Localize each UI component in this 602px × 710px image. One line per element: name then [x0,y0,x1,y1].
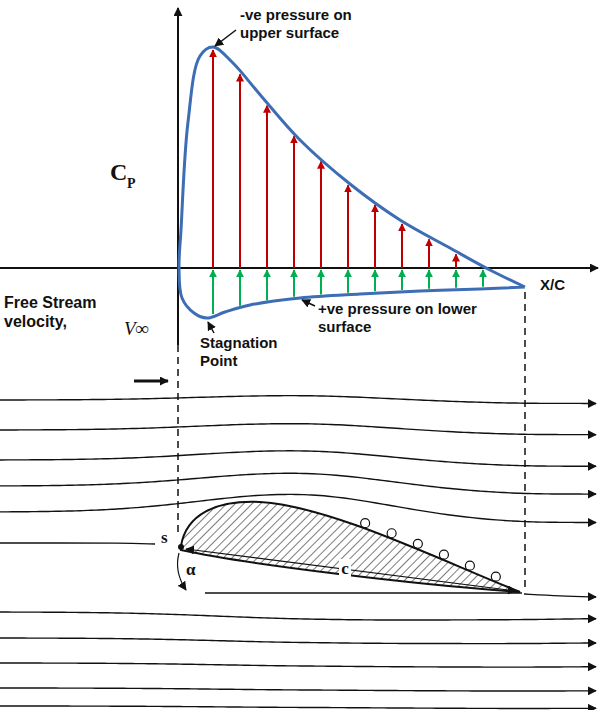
cp-axis [177,8,179,345]
boundary-layer-eddies [361,519,501,581]
streamline [0,612,596,620]
axis-label: X/C [540,276,590,294]
suction-arrow [239,74,241,268]
eddy [361,519,370,528]
free-stream-arrow [134,380,168,383]
suction-arrow [347,185,349,268]
streamline [0,638,596,644]
streamlines [0,396,596,709]
streamline [0,688,596,691]
pressure-arrow [293,270,295,297]
streamline [0,543,155,544]
pressure-arrow [212,270,214,314]
streamline [524,594,596,597]
leading-edge-guide [177,345,179,535]
pressure-arrow [347,270,349,293]
horizontal-reference [205,592,522,594]
cp-curve [179,47,525,318]
annotation: Stagnation Point [200,334,300,370]
annotation: -ve pressure on upper surface [240,6,390,42]
suction-arrow [293,136,295,268]
streamline [0,706,596,708]
suction-arrow [320,161,322,268]
suction-arrow [428,239,430,268]
pressure-arrow [374,270,376,291]
pressure-arrow [455,270,457,288]
suction-arrow [401,224,403,268]
trailing-edge-guide [524,292,526,588]
streamline [0,424,596,435]
angle-label: α [186,560,202,580]
leader-line [302,300,315,306]
suction-arrow [266,106,268,268]
pressure-arrow [401,270,403,290]
annotation: +ve pressure on lower surface [318,300,488,336]
suction-arrow [455,254,457,268]
suction-arrow [374,205,376,268]
eddy [465,561,474,570]
point-label: s [161,528,175,548]
axis-subscript: P [127,176,141,193]
eddy [491,572,500,581]
airfoil [181,502,520,592]
chord-line [186,549,516,591]
eddy [439,550,448,559]
free-stream-label: Free Stream velocity, [4,293,122,331]
leader-line [215,30,236,46]
streamline [0,451,596,466]
pressure-arrow [428,270,430,289]
chord-label: c [339,559,351,579]
pressure-arrow [239,270,241,306]
leader-line [208,322,214,333]
pressure-arrow [482,270,484,287]
pressure-arrow [320,270,322,295]
suction-arrow [212,50,214,268]
streamline [0,663,596,667]
velocity-symbol: V∞ [124,318,164,341]
eddy [387,529,396,538]
streamline [0,473,596,494]
angle-arc [178,553,186,590]
eddy [413,539,422,548]
stagnation-dot [178,544,184,550]
streamline [0,396,596,404]
pressure-arrow [266,270,268,301]
x-axis [0,267,598,269]
